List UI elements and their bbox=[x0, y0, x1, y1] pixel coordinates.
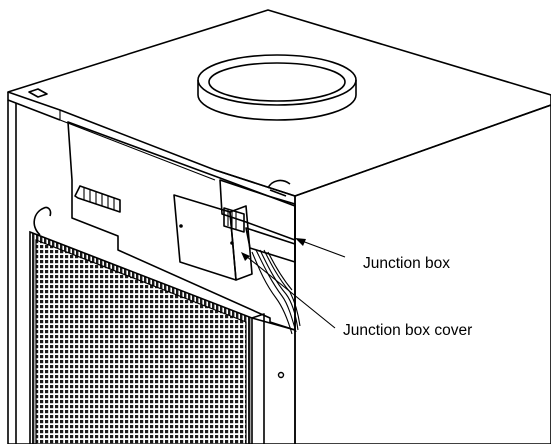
junction-box-cover bbox=[173, 194, 253, 281]
callout-junction-box bbox=[295, 238, 346, 258]
right-side-panel bbox=[294, 104, 551, 444]
corner-marker bbox=[28, 88, 48, 98]
terminal-strip bbox=[74, 185, 121, 213]
top-panel bbox=[7, 9, 551, 197]
wire-bundle bbox=[251, 249, 301, 335]
wire-loop bbox=[33, 206, 52, 236]
panel-screw bbox=[277, 371, 285, 379]
callout-junction-box-cover bbox=[241, 252, 336, 329]
duct-collar bbox=[197, 54, 357, 121]
grille-frame-edge bbox=[251, 317, 296, 331]
top-panel-edge-line bbox=[59, 110, 216, 181]
label-junction-box-cover: Junction box cover bbox=[343, 322, 472, 339]
label-junction-box: Junction box bbox=[363, 255, 450, 272]
filter-grille bbox=[29, 230, 265, 444]
electrical-box bbox=[223, 207, 245, 233]
junction-box bbox=[219, 179, 296, 263]
